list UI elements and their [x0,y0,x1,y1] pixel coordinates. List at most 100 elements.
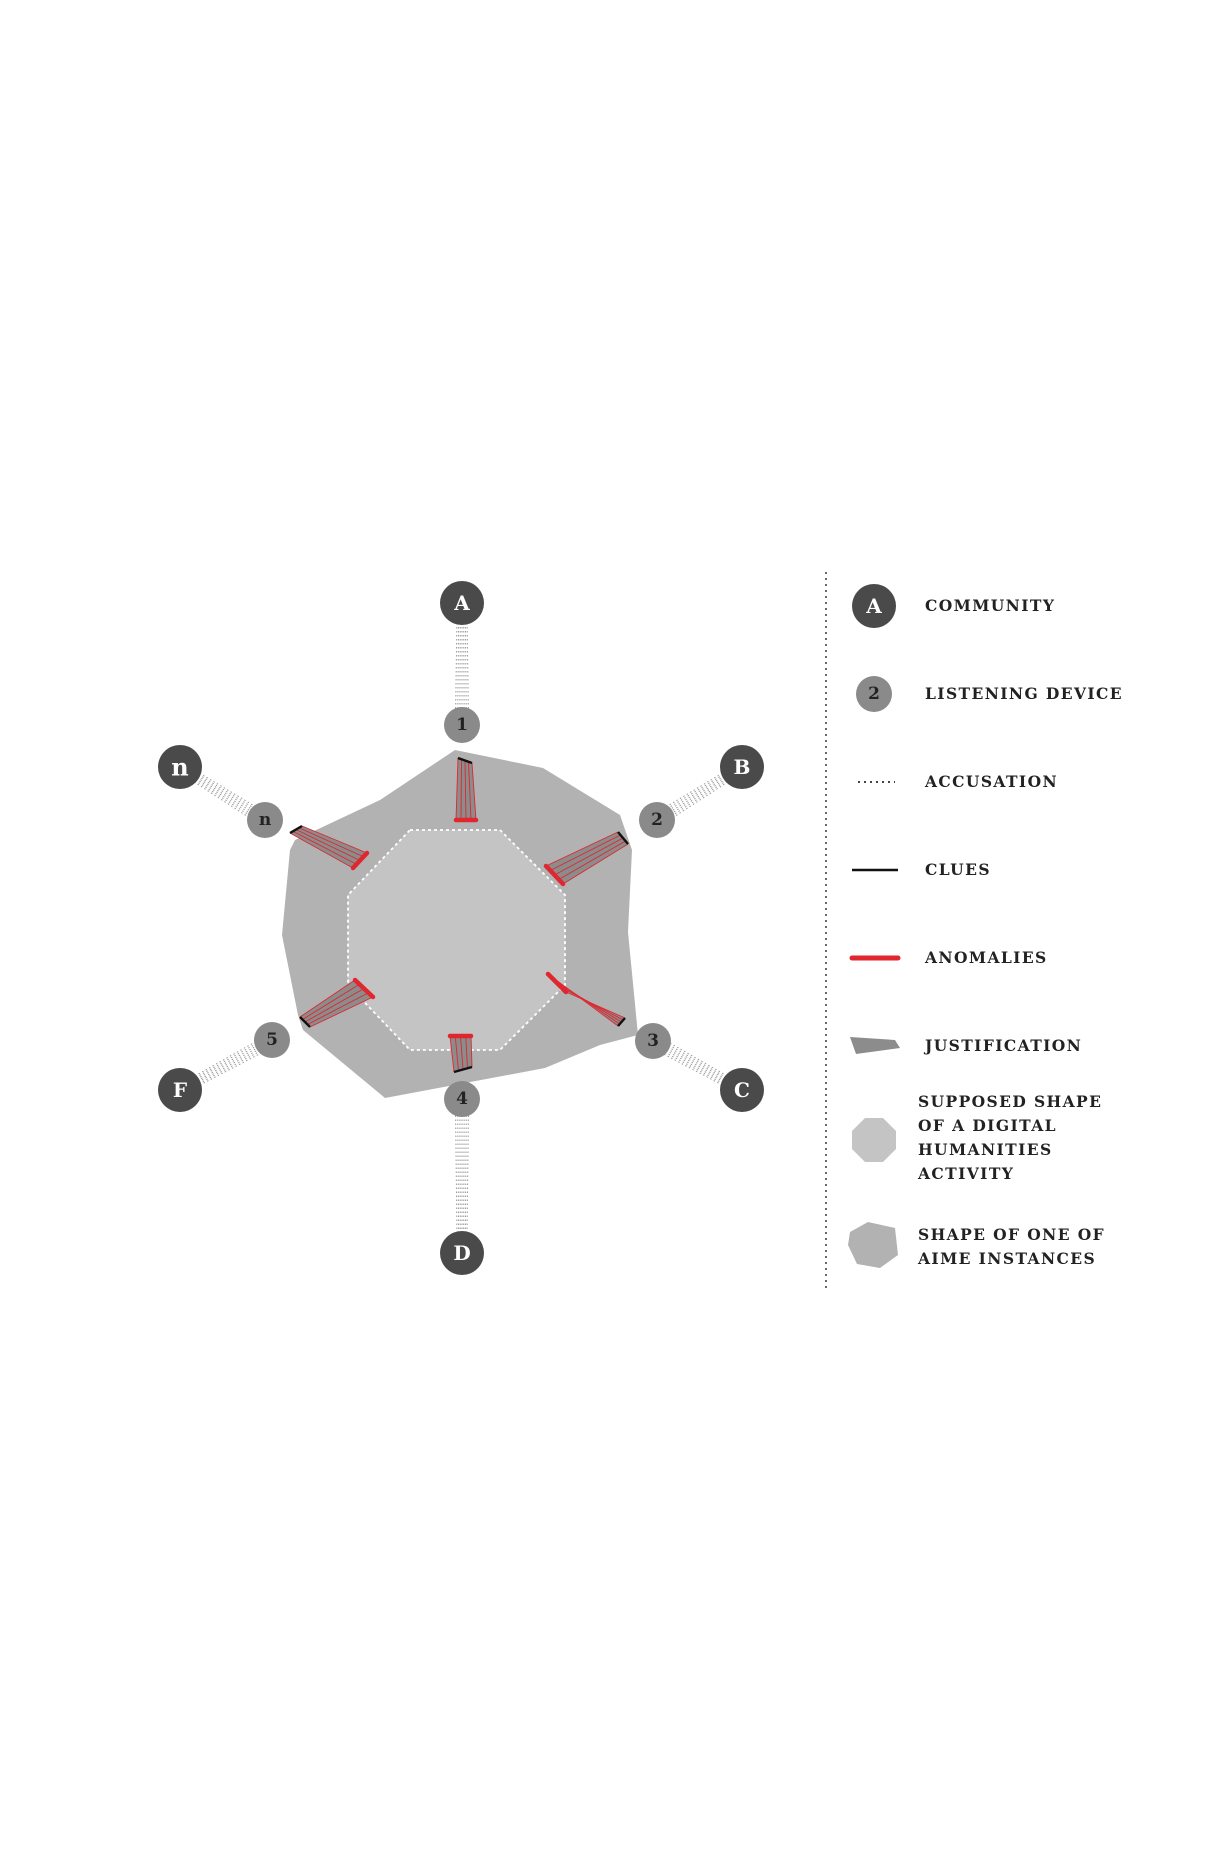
listening-device-circle [639,802,675,838]
community-label: A [453,591,470,615]
community-C: C [720,1068,764,1112]
listening-device-4: 4 [444,1081,480,1117]
listening-device-label: 4 [456,1089,468,1109]
accusation-line [464,1098,467,1254]
legend-aime-shape-icon [848,1222,898,1268]
legend-supposed-shape-line-4: ACTIVITY [917,1164,1014,1183]
legend: A COMMUNITY 2 LISTENING DEVICE ACCUSATIO… [848,584,1123,1268]
listening-device-label: 5 [266,1030,278,1050]
community-circle [158,745,202,789]
anomaly-striation [307,992,369,1025]
legend-community-icon [852,584,896,628]
listening-device-circle [635,1023,671,1059]
community-label: F [173,1078,187,1102]
anomaly-striation [554,837,624,876]
accusation-line [463,1098,465,1254]
listening-device-5: 5 [254,1022,290,1058]
anomaly-striation [454,1035,459,1071]
listening-device-label: 2 [651,810,663,830]
legend-supposed-shape: SUPPOSED SHAPE OF A DIGITAL HUMANITIES A… [852,1092,1102,1183]
legend-supposed-shape-line-2: OF A DIGITAL [918,1116,1057,1135]
legend-clues: CLUES [852,860,991,879]
community-A: A [440,581,484,625]
legend-community-symbol: A [865,594,882,618]
listening-device-circle [444,1081,480,1117]
clue-line [289,824,303,835]
community-circle [720,745,764,789]
clue-line [453,1065,473,1074]
anomaly-line [543,863,566,887]
anomaly-striation [295,829,361,861]
anomaly-striation [299,979,356,1018]
anomaly-striation [464,760,467,821]
legend-anomalies-label: ANOMALIES [924,948,1048,967]
legend-justification-icon [850,1037,900,1054]
anomaly-line [352,977,376,1000]
anomaly-striation [460,759,462,821]
anomaly-striation [470,1035,473,1068]
justification-wedge [546,832,628,884]
anomaly-striation [304,988,365,1023]
anomaly-striation [545,831,619,867]
community-label: n [171,753,188,782]
legend-aime-shape-line-2: AIME INSTANCES [917,1249,1096,1268]
listening-device-1: 1 [444,707,480,743]
listening-device-circle [247,802,283,838]
community-circle [440,581,484,625]
anomaly-striation [468,761,472,821]
legend-accusation: ACCUSATION [858,772,1057,791]
justification-wedge [290,826,367,868]
listening-device-circle [254,1022,290,1058]
listening-device-circle [444,707,480,743]
anomaly-striation [289,832,354,869]
legend-aime-shape: SHAPE OF ONE OF AIME INSTANCES [848,1222,1105,1268]
community-circle [440,1231,484,1275]
accusation-line [454,1098,458,1254]
listening-device-n: n [247,802,283,838]
anomaly-striation [301,825,368,854]
listening-device-3: 3 [635,1023,671,1059]
anomaly-striation [558,840,626,880]
anomaly-striation [460,1035,464,1070]
anomaly-striation [471,762,477,821]
legend-justification-label: JUSTIFICATION [923,1036,1082,1055]
anomaly-striation [309,996,374,1028]
legend-supposed-shape-line-1: SUPPOSED SHAPE [918,1092,1102,1111]
legend-community-label: COMMUNITY [925,596,1055,615]
accusation-line [459,1098,461,1254]
listening-device-label: 1 [456,715,468,735]
legend-listening-device-label: LISTENING DEVICE [925,684,1123,703]
community-D: D [440,1231,484,1275]
anomaly-line [545,971,569,995]
anomaly-striation [565,991,626,1019]
legend-listening-device: 2 LISTENING DEVICE [856,676,1123,712]
legend-listening-device-icon [856,676,892,712]
anomaly-line [350,850,370,871]
legend-supposed-shape-line-3: HUMANITIES [918,1140,1053,1159]
community-circle [158,1068,202,1112]
legend-supposed-shape-icon [852,1118,896,1162]
legend-community: A COMMUNITY [852,584,1055,628]
clue-line [299,1016,311,1028]
community-label: D [453,1241,470,1265]
supposed-dh-activity-shape [347,829,566,1051]
legend-clues-label: CLUES [925,860,991,879]
clue-line [617,831,629,845]
community-label: C [734,1078,750,1102]
anomaly-striation [562,843,629,885]
justification-wedges [289,756,629,1074]
anomaly-striation [292,830,357,865]
clue-line [457,756,473,765]
anomaly-striation [449,1035,455,1073]
community-circle [720,1068,764,1112]
listening-device-2: 2 [639,802,675,838]
accusation-line [457,1098,460,1254]
legend-aime-shape-line-1: SHAPE OF ONE OF [918,1225,1105,1244]
accusation-line [466,1098,470,1254]
legend-justification: JUSTIFICATION [850,1036,1082,1055]
community-F: F [158,1068,202,1112]
listening-device-label: n [259,810,271,830]
justification-wedge [300,980,373,1027]
